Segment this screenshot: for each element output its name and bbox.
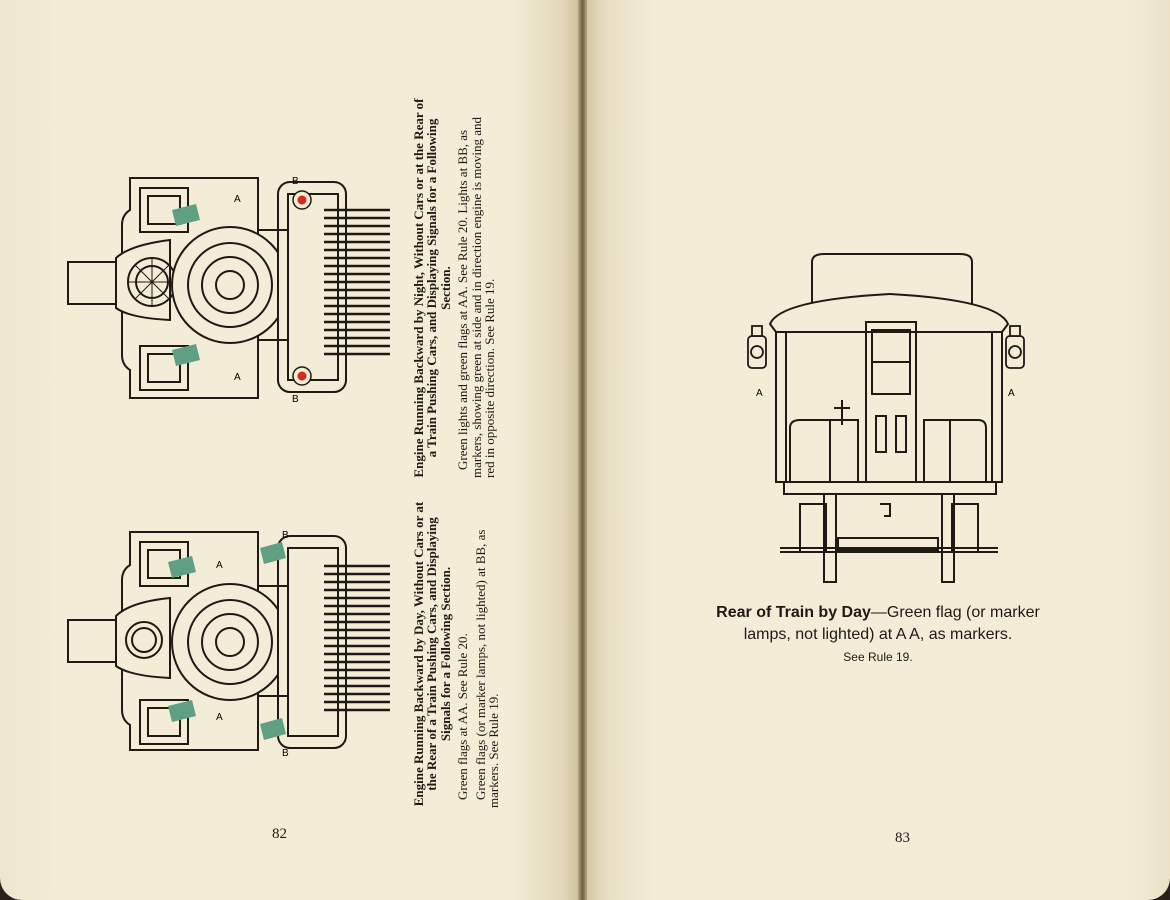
caption-day: Engine Running Backward by Day, Without … [411,500,502,808]
label-a-lower: A [216,712,223,723]
left-page [0,0,580,900]
caption-body: —Green flag (or marker lamps, not lighte… [743,604,1040,643]
caption-day-body-1: Green flags at AA. See Rule 20. [455,633,471,800]
page-number-right: 83 [895,830,910,846]
label-a-right: A [1008,388,1015,399]
caption-main: Rear of Train by Day—Green flag (or mark… [692,602,1064,646]
page-number-left: 82 [272,826,287,842]
caption-bold-title: Rear of Train by Day [716,604,871,621]
label-a-upper: A [234,194,241,205]
caption-day-body-2: Green flags (or marker lamps, not lighte… [472,529,502,808]
train-rear-caption: Rear of Train by Day—Green flag (or mark… [692,602,1064,664]
label-b-lower: B [292,394,299,405]
book-gutter [578,0,587,900]
train-rear-illustration: A A [747,253,1025,583]
engine-day-illustration: A A B B [67,530,390,759]
engine-night-illustration: A A B B [67,176,390,405]
label-b-upper: B [292,176,299,187]
label-b-lower: B [282,748,289,759]
label-b-upper: B [282,530,289,541]
label-a-left: A [756,388,763,399]
caption-night: Engine Running Backward by Night, Withou… [411,98,498,478]
caption-night-body: Green lights and green flags at AA. See … [455,116,498,478]
caption-day-title: Engine Running Backward by Day, Without … [411,501,453,807]
label-a-lower: A [234,372,241,383]
caption-night-title: Engine Running Backward by Night, Withou… [411,98,453,478]
caption-rule-ref: See Rule 19. [843,650,913,664]
label-a-upper: A [216,560,223,571]
